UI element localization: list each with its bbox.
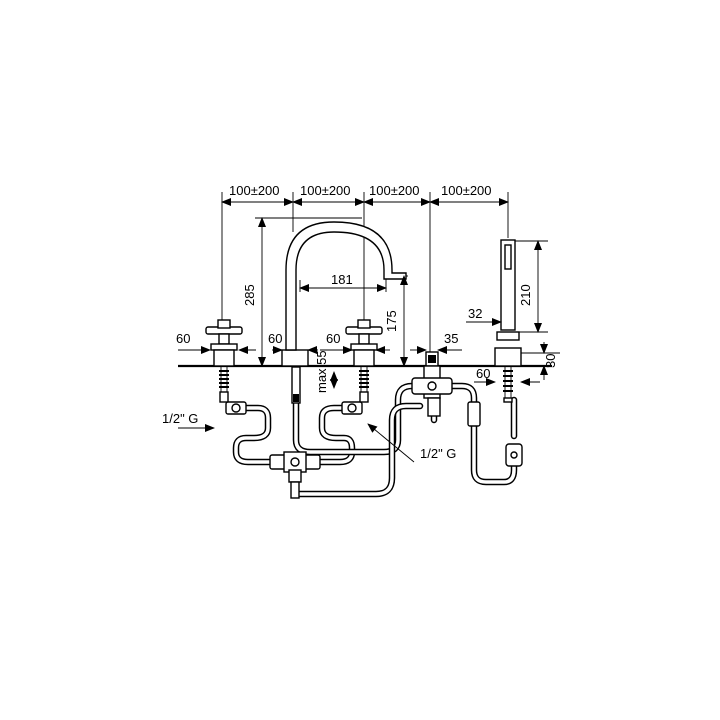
spout	[281, 221, 407, 404]
spout-reach-label: 181	[331, 272, 353, 287]
inlet-right-label: 1/2" G	[420, 446, 456, 461]
handshower-length-label: 210	[518, 284, 533, 306]
spacing-label-1: 100±200	[229, 183, 280, 198]
holder-width-label: 60	[476, 366, 490, 381]
deck-thickness-label: max 55	[314, 350, 329, 393]
right-cross-handle	[341, 319, 383, 415]
spout-height-label: 285	[242, 284, 257, 306]
left-cross-handle	[205, 319, 247, 415]
vertical-dimension-lines	[258, 217, 548, 389]
right-handle-width-label: 60	[326, 331, 340, 346]
left-handle-width-label: 60	[176, 331, 190, 346]
supply-hoses	[232, 372, 518, 498]
diverter	[411, 351, 453, 417]
spacing-label-3: 100±200	[369, 183, 420, 198]
spout-base-width-label: 60	[268, 331, 282, 346]
hand-shower	[467, 239, 523, 467]
spacing-label-4: 100±200	[441, 183, 492, 198]
diverter-width-label: 35	[444, 331, 458, 346]
horizontal-dimension-lines	[178, 284, 540, 463]
inlet-left-label: 1/2" G	[162, 411, 198, 426]
t-junction-fitting	[269, 451, 321, 499]
spout-outlet-height-label: 175	[384, 310, 399, 332]
handshower-diameter-label: 32	[468, 306, 482, 321]
spacing-label-2: 100±200	[300, 183, 351, 198]
holder-height-label: 30	[543, 354, 558, 368]
